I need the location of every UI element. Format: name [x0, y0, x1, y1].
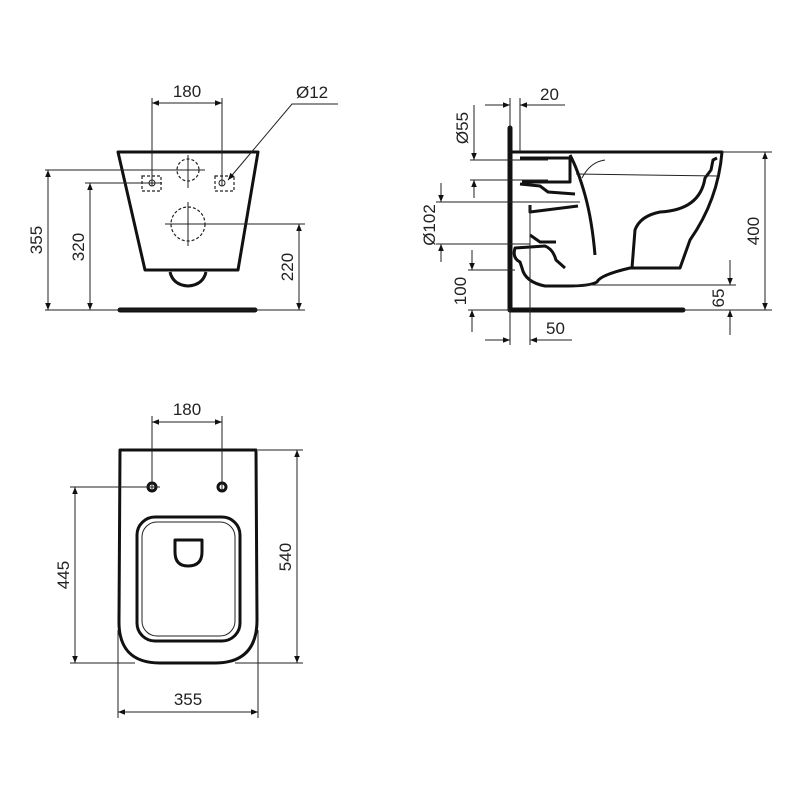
dim-side-d55: Ø55 — [453, 112, 472, 144]
side-view: 20 Ø55 Ø102 100 400 65 50 — [420, 85, 772, 345]
dim-side-100: 100 — [451, 277, 470, 305]
dim-plan-355: 355 — [174, 690, 202, 709]
dim-side-400: 400 — [744, 217, 763, 245]
dim-side-65: 65 — [709, 289, 728, 308]
dim-front-d12: Ø12 — [296, 83, 328, 102]
bolt-housing-right — [214, 175, 235, 192]
dim-plan-540: 540 — [276, 543, 295, 571]
dim-plan-180: 180 — [173, 400, 201, 419]
dim-side-d102: Ø102 — [420, 204, 439, 246]
bowl-side-outline — [511, 150, 724, 288]
bowl-inner — [568, 154, 718, 269]
dim-side-50: 50 — [546, 319, 565, 338]
flush-outlet — [173, 538, 204, 568]
dim-front-220: 220 — [278, 253, 297, 281]
dim-front-320: 320 — [69, 233, 88, 261]
seat-opening — [135, 515, 242, 643]
bowl-front-base — [168, 271, 208, 288]
inlet-pipe — [519, 156, 576, 196]
dim-plan-445: 445 — [54, 561, 73, 589]
outlet-pipe — [528, 204, 579, 244]
bowl-front-outline — [116, 150, 260, 272]
dim-side-20: 20 — [540, 85, 559, 104]
seat-inner — [141, 521, 236, 637]
dim-front-180: 180 — [173, 82, 201, 101]
plan-view: 180 445 540 355 — [54, 400, 303, 718]
bowl-plan-outline — [117, 448, 259, 665]
dim-front-355: 355 — [27, 226, 46, 254]
front-view: 180 Ø12 355 320 220 — [27, 82, 338, 313]
